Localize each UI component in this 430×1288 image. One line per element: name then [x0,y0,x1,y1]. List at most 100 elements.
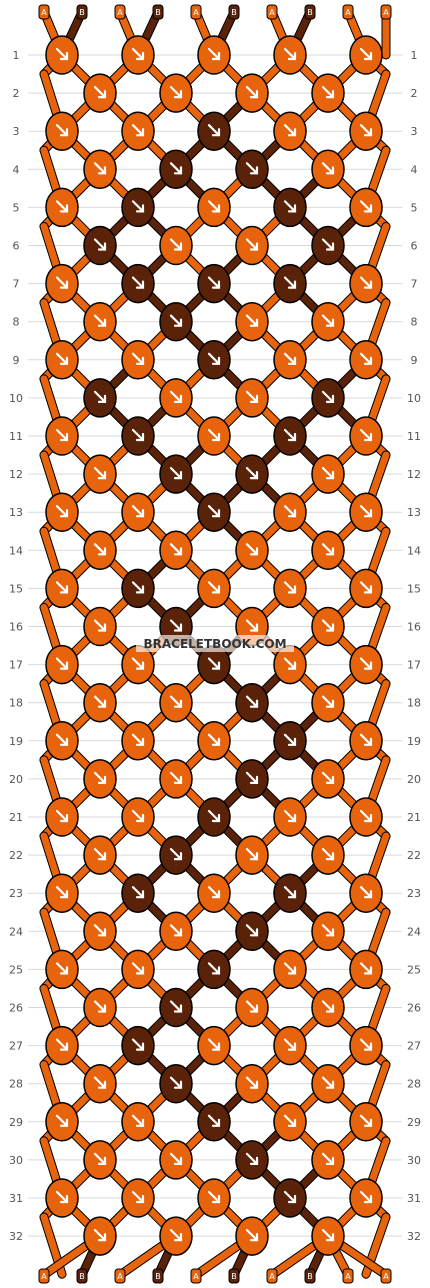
knot [273,340,307,380]
row-number: 9 [411,354,418,367]
knot [235,530,269,571]
arrow-knot-icon [169,314,183,327]
row-number: 32 [9,1230,23,1243]
knot [197,949,231,990]
knot [311,378,345,418]
arrow-knot-icon [359,505,373,518]
knot [235,73,269,113]
arrow-knot-icon [321,86,335,99]
knot [197,416,231,456]
knot [311,301,345,342]
arrow-knot-icon [207,1114,221,1127]
arrow-knot-icon [93,1076,107,1089]
knot [273,721,307,761]
arrow-knot-icon [321,1152,335,1165]
arrow-knot-icon [245,86,259,99]
knot [121,568,155,609]
knot [45,568,79,609]
knot [159,835,193,875]
arrow-knot-icon [359,733,373,746]
knot [83,606,117,647]
strand-label: B [155,1272,161,1281]
knot [45,187,79,228]
row-number: 10 [407,392,421,405]
knot [83,987,117,1028]
arrow-knot-icon [131,1038,145,1051]
knot [197,1025,231,1066]
arrow-knot-icon [321,1000,335,1013]
row-number: 21 [9,811,23,824]
knot [83,301,117,342]
knot [235,1140,269,1180]
row-number: 5 [411,201,418,214]
knot [311,606,345,647]
row-number: 32 [407,1230,421,1243]
arrow-knot-icon [131,352,145,365]
arrow-knot-icon [169,848,183,861]
arrow-knot-icon [55,581,69,594]
strand-label: A [269,8,275,17]
arrow-knot-icon [207,124,221,137]
arrow-knot-icon [169,162,183,175]
knot [273,492,307,532]
row-number: 25 [9,963,23,976]
arrow-knot-icon [207,581,221,594]
arrow-knot-icon [359,962,373,975]
knot [159,378,193,418]
arrow-knot-icon [283,428,297,442]
knot [45,1025,79,1066]
arrow-knot-icon [169,543,183,556]
row-number: 27 [407,1040,421,1053]
arrow-knot-icon [207,962,221,975]
knot [159,759,193,799]
knot [311,759,345,799]
knot [311,530,345,571]
arrow-knot-icon [131,657,145,670]
arrow-knot-icon [169,771,183,784]
arrow-knot-icon [131,962,145,975]
knot [197,35,231,75]
knot [273,797,307,837]
arrow-knot-icon [359,276,373,289]
knot [235,149,269,190]
arrow-knot-icon [283,581,297,594]
row-number: 22 [407,849,421,862]
strand-label-badge [266,1268,278,1284]
row-number: 13 [407,506,421,519]
knot [349,263,383,304]
arrow-knot-icon [169,1229,183,1242]
knot [83,835,117,875]
strand-label-badge [76,4,88,20]
strand-label: A [117,1272,123,1281]
arrow-knot-icon [131,809,145,823]
knot [45,416,79,456]
strand-label: A [345,1272,351,1281]
knot [45,340,79,380]
arrow-knot-icon [359,352,373,365]
knot [197,568,231,609]
row-number: 5 [13,201,20,214]
row-number: 2 [13,87,20,100]
knot [235,911,269,952]
arrow-knot-icon [283,276,297,289]
knot [83,682,117,723]
arrow-knot-icon [93,390,107,403]
strand-label-badge [190,1268,202,1284]
arrow-knot-icon [55,1038,69,1051]
row-number: 6 [411,240,418,253]
knot [273,35,307,75]
arrow-knot-icon [55,505,69,518]
arrow-knot-icon [169,390,183,403]
strand-label-badge [38,4,50,20]
arrow-knot-icon [245,1076,259,1089]
arrow-knot-icon [245,1000,259,1013]
row-number: 18 [407,697,421,710]
knot [83,911,117,952]
knot [45,873,79,913]
row-number: 28 [9,1078,23,1091]
knot [273,873,307,913]
knot [311,835,345,875]
knot [311,149,345,190]
knot [349,568,383,609]
